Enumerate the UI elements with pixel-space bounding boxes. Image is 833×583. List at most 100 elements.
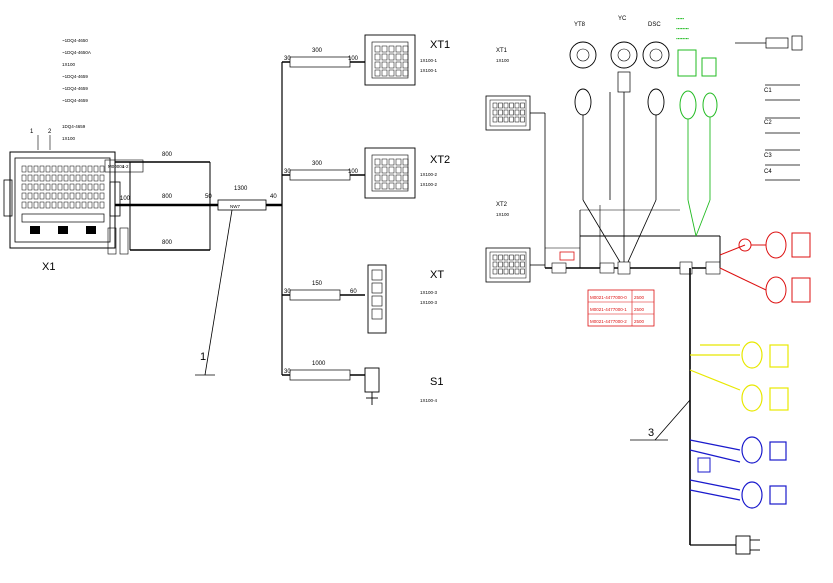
connector-pin	[27, 165, 33, 173]
connector-pin	[402, 182, 409, 190]
connector-pin	[93, 174, 99, 182]
connector-pin	[520, 268, 525, 275]
connector-pin	[402, 53, 409, 61]
connector-pin	[69, 165, 75, 173]
connector-pin	[63, 174, 69, 182]
connector-pin	[75, 165, 81, 173]
connector-pin	[39, 174, 45, 182]
connector-pin	[498, 268, 503, 275]
connector-pin	[57, 201, 63, 209]
x1-label: X1	[42, 261, 55, 273]
connector-pin	[93, 165, 99, 173]
connector-pin	[75, 192, 81, 200]
connector-pin	[395, 45, 402, 53]
xt2-end: 100	[348, 169, 359, 175]
connector-pin	[99, 183, 105, 191]
connector-pin	[492, 268, 498, 275]
connector-pin	[520, 102, 525, 109]
connector-pin	[27, 201, 33, 209]
xt-start: 30	[284, 289, 291, 295]
right-xt1-note: 1X100	[496, 58, 510, 63]
connector-pin	[402, 158, 409, 166]
x1-note-line: ~1DQ4-4650	[62, 38, 88, 43]
yt8-component	[569, 41, 621, 263]
table-row-id: M0021-4477000-1	[590, 307, 627, 312]
connector-pin	[51, 183, 57, 191]
s1-length: 1000	[312, 361, 326, 367]
connector-pin	[514, 102, 520, 109]
connector-pin	[93, 192, 99, 200]
connector-pin	[388, 61, 395, 69]
connector-pin	[381, 69, 388, 77]
connector-pin	[45, 201, 51, 209]
connector-pin	[27, 192, 33, 200]
connector-pin	[75, 201, 81, 209]
yt8-label: YT8	[574, 22, 586, 28]
connector-pin	[99, 165, 105, 173]
connector-pin	[509, 109, 514, 116]
yc-label: YC	[618, 16, 627, 22]
s1-start: 30	[284, 369, 291, 375]
connector-pin	[21, 192, 27, 200]
connector-pin	[21, 183, 27, 191]
connector-pin	[374, 166, 381, 174]
svg-text:▪▪▪▪▪▪▪▪: ▪▪▪▪▪▪▪▪	[676, 26, 689, 31]
connector-pin	[27, 183, 33, 191]
connector-pin	[388, 69, 395, 77]
sleeve-length: 1300	[234, 186, 248, 192]
connector-pin	[69, 192, 75, 200]
connector-pin	[374, 45, 381, 53]
xt2-length: 300	[312, 161, 323, 167]
connector-pin	[492, 116, 498, 123]
xt-connector	[367, 264, 387, 334]
c1-label: C1	[764, 88, 772, 94]
xt1-end: 100	[348, 56, 359, 62]
right-xt2-connector	[485, 247, 531, 283]
connector-pin	[87, 192, 93, 200]
connector-pin	[395, 53, 402, 61]
connector-pin	[75, 174, 81, 182]
connector-pin	[509, 102, 514, 109]
s1-label: S1	[430, 376, 443, 388]
connector-pin	[388, 158, 395, 166]
x1-callout-2: 2	[48, 129, 52, 135]
connector-pin	[492, 109, 498, 116]
xt-note: 1X100-3	[420, 300, 438, 305]
connector-pin	[51, 174, 57, 182]
blue-harness	[689, 436, 787, 509]
x1-connector	[3, 151, 121, 249]
x1-note-line: ~1DQ4-4659	[62, 98, 88, 103]
sleeve-start: 50	[205, 194, 212, 200]
connector-pin	[374, 158, 381, 166]
connector-pin	[395, 158, 402, 166]
yc-component	[609, 41, 638, 262]
connector-pin	[39, 183, 45, 191]
x1-note-line: ~1DQ4-4659	[62, 74, 88, 79]
connector-pin	[63, 183, 69, 191]
table-row-id: M0021-4477000-2	[590, 319, 627, 324]
connector-pin	[81, 192, 87, 200]
connector-pin	[33, 183, 39, 191]
xt-note: 1X100-3	[420, 290, 438, 295]
table-row-id: M0021-4477000-0	[590, 295, 627, 300]
svg-text:▪▪▪▪▪: ▪▪▪▪▪	[676, 16, 684, 21]
connector-pin	[503, 268, 509, 275]
s1-note: 1X100-4	[420, 398, 438, 403]
x1-label-block-line: 1-2	[122, 164, 129, 169]
connector-pin	[388, 166, 395, 174]
connector-pin	[388, 45, 395, 53]
connector-pin	[63, 201, 69, 209]
connector-pin	[69, 174, 75, 182]
connector-pin	[509, 254, 514, 261]
dsc-component	[627, 41, 670, 263]
connector-pin	[498, 254, 503, 261]
connector-pin	[381, 53, 388, 61]
connector-pin	[75, 183, 81, 191]
connector-pin	[503, 254, 509, 261]
c-components: C1 C2 C3 C4	[735, 35, 803, 181]
xt2-note: 1X100-2	[420, 182, 438, 187]
connector-pin	[39, 192, 45, 200]
x1-note-line: 1X100	[62, 136, 76, 141]
bus-length-bot: 800	[162, 240, 173, 246]
connector-pin	[21, 174, 27, 182]
